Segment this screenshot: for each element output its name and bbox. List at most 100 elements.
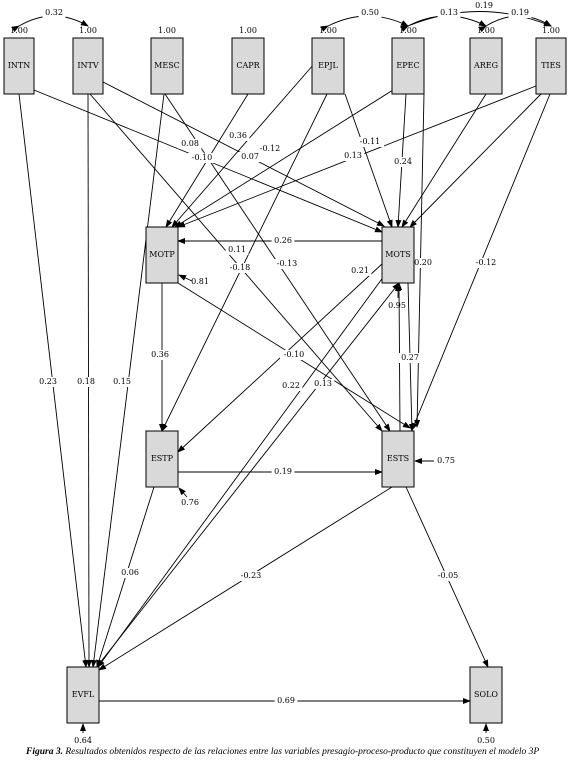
path-coefficient-evfl-mots: 0.13 — [314, 379, 332, 388]
path-coefficient-epjl-estp: 0.11 — [228, 245, 246, 254]
path-coefficient-intv-evfl: 0.18 — [77, 377, 95, 386]
node-mots — [381, 226, 415, 284]
path-label-bg — [118, 568, 142, 578]
path-label-bg — [472, 258, 500, 268]
path-label-bg — [271, 467, 295, 477]
path-label-bg — [274, 696, 298, 706]
path-label-bg — [398, 353, 422, 363]
correlation-value-epec-ties: 0.19 — [475, 1, 493, 10]
residual-evfl: 0.64 — [74, 736, 92, 745]
node-label-areg: AREG — [473, 61, 498, 70]
path-coefficient-mots-estp: 0.21 — [351, 266, 369, 275]
path-coefficient-mots-evfl: 0.22 — [282, 381, 300, 390]
correlation-value-intn-intv: 0.32 — [45, 8, 63, 17]
caption-text: Resultados obtenidos respecto de las rel… — [65, 747, 540, 757]
variance-intv: 1.00 — [79, 26, 97, 35]
path-coefficient-ests-solo: -0.05 — [438, 571, 459, 580]
path-evfl-to-mots — [98, 282, 400, 665]
path-epec-to-motp — [174, 89, 394, 228]
path-label-bg — [110, 377, 134, 387]
path-intv-to-ests — [89, 93, 383, 432]
path-coefficient-mesc-ests: -0.13 — [277, 259, 298, 268]
node-epec — [391, 37, 425, 95]
node-label-intv: INTV — [77, 61, 98, 70]
variance-areg: 1.00 — [477, 26, 495, 35]
path-label-bg — [225, 245, 249, 255]
path-label-bg — [356, 137, 384, 147]
edges-layer — [11, 11, 552, 733]
variance-epec: 1.00 — [399, 26, 417, 35]
path-coefficient-mots-motp: 0.26 — [274, 236, 292, 245]
path-label-bg — [271, 236, 295, 246]
residual-solo: 0.50 — [477, 736, 495, 745]
node-label-ties: TIES — [541, 61, 561, 70]
node-capr — [231, 37, 265, 95]
variance-mesc: 1.00 — [158, 26, 176, 35]
path-epjl-to-motp — [171, 63, 315, 228]
path-coefficient-ties-ests: -0.12 — [476, 258, 497, 267]
residual-ests: 0.75 — [437, 456, 455, 465]
path-label-bg — [348, 266, 372, 276]
residual-mots: 0.95 — [388, 301, 406, 310]
path-coefficient-mots-ests: 0.27 — [401, 353, 419, 362]
node-intv — [72, 37, 104, 95]
caption-label: Figura 3. — [26, 747, 63, 757]
path-areg-to-mots — [401, 93, 487, 228]
variance-epjl: 1.00 — [319, 26, 337, 35]
path-coefficient-mesc-evfl: 0.15 — [113, 377, 131, 386]
path-coefficient-epjl-mots: -0.11 — [360, 137, 381, 146]
variance-ties: 1.00 — [542, 26, 560, 35]
path-label-bg — [311, 379, 335, 389]
path-coefficient-intn-evfl: 0.23 — [39, 377, 57, 386]
path-label-bg — [411, 258, 435, 268]
node-motp — [145, 226, 179, 284]
path-ties-to-mots — [409, 93, 542, 228]
path-label-bg — [280, 350, 308, 360]
path-coefficient-ties-motp: 0.13 — [344, 151, 362, 160]
correlation-epec-ties — [400, 11, 552, 32]
path-label-bg — [391, 157, 415, 167]
path-coefficient-intv-mots: -0.10 — [192, 153, 213, 162]
path-label-bg — [226, 263, 254, 273]
path-coefficient-estp-evfl: 0.06 — [121, 568, 139, 577]
path-label-bg — [341, 151, 365, 161]
correlation-label-bg — [437, 8, 461, 18]
node-intn — [3, 37, 35, 95]
correlation-label-bg — [508, 8, 532, 18]
path-label-bg — [273, 259, 301, 269]
node-label-solo: SOLO — [474, 690, 498, 699]
node-evfl — [66, 666, 100, 724]
node-label-ests: ESTS — [387, 454, 409, 463]
path-epjl-to-mots — [344, 93, 393, 228]
correlation-value-epec-areg: 0.13 — [440, 8, 458, 17]
path-coefficient-estp-ests: 0.19 — [274, 467, 292, 476]
path-label-bg — [36, 377, 60, 387]
residual-arrow-motp — [178, 274, 193, 282]
variance-capr: 1.00 — [239, 26, 257, 35]
node-label-mesc: MESC — [154, 61, 180, 70]
path-coefficient-epjl-motp: -0.12 — [260, 144, 281, 153]
path-label-bg — [279, 381, 303, 391]
variance-intn: 1.00 — [10, 26, 28, 35]
path-label-bg — [237, 571, 265, 581]
correlation-value-areg-ties: 0.19 — [511, 8, 529, 17]
correlation-label-bg — [42, 8, 66, 18]
path-coefficient-intn-mots: 0.08 — [181, 139, 199, 148]
residual-motp: 0.81 — [191, 277, 209, 286]
node-label-epec: EPEC — [396, 61, 419, 70]
node-label-capr: CAPR — [236, 61, 260, 70]
correlation-label-bg — [358, 8, 382, 18]
path-coefficient-motp-estp: 0.36 — [151, 350, 169, 359]
node-label-motp: MOTP — [149, 250, 175, 259]
path-label-bg — [148, 350, 172, 360]
residual-arrow-estp — [178, 487, 188, 498]
node-mesc — [150, 37, 184, 95]
path-epjl-to-estp — [161, 93, 328, 432]
node-ests — [381, 430, 415, 488]
correlation-value-epjl-epec: 0.50 — [361, 8, 379, 17]
node-solo — [469, 666, 503, 724]
node-areg — [469, 37, 503, 95]
path-label-bg — [434, 571, 462, 581]
